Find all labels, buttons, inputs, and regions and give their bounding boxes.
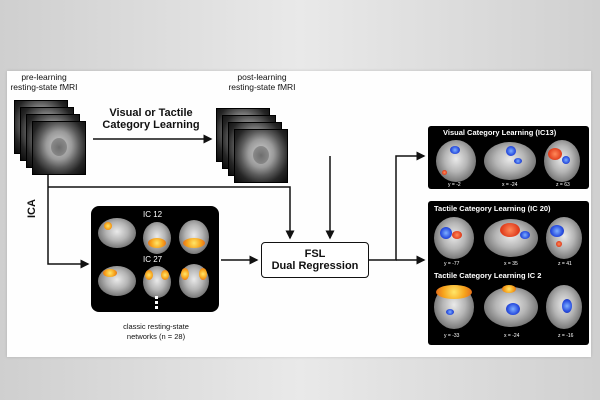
axial-brain [546,217,582,259]
activation-blob [502,285,516,293]
fsl-dual-regression-box: FSL Dual Regression [261,242,369,278]
sagittal-brain-ic12 [98,218,136,248]
post-learning-line1: post-learning [237,72,287,82]
coord-label: z = 63 [556,182,570,188]
activation-blob [161,270,169,280]
activation-blob [148,238,166,248]
axial-brain-ic12 [179,220,209,254]
activation-blob [500,223,520,237]
fsl-line2: Dual Regression [271,260,359,272]
coord-label: z = 41 [558,261,572,267]
activation-blob [452,231,462,239]
coord-label: x = -24 [502,182,518,188]
post-learning-label: post-learning resting-state fMRI [218,72,306,92]
pre-learning-line2: resting-state fMRI [10,82,78,92]
tactile-results-box: Tactile Category Learning (IC 20) y = -7… [428,201,589,345]
learning-step-label: Visual or Tactile Category Learning [92,107,210,131]
ic-bottom-label: IC 27 [143,255,163,264]
activation-blob [181,268,189,280]
activation-blob [562,299,572,313]
activation-blob [436,285,472,299]
networks-caption-line1: classic resting-state [123,322,189,331]
coord-label: y = -77 [444,261,460,267]
activation-blob [442,170,447,175]
activation-blob [520,231,530,239]
networks-caption-line2: networks (n = 28) [126,332,186,341]
activation-blob [556,241,562,247]
activation-blob [506,146,516,156]
resting-state-networks-box: IC 12 IC 27 [91,206,219,312]
pre-learning-label: pre-learning resting-state fMRI [4,72,84,92]
activation-blob [514,158,522,164]
visual-results-box: Visual Category Learning (IC13) y = -2 x… [428,126,589,189]
coord-label: z = -16 [558,333,574,339]
mri-slice [234,129,288,183]
activation-blob [199,268,207,280]
coord-label: y = -33 [444,333,460,339]
learning-step-line1: Visual or Tactile [109,107,193,119]
activation-blob [506,303,520,315]
activation-blob [104,222,112,230]
coord-label: x = -24 [504,333,520,339]
activation-blob [550,225,564,237]
learning-step-line2: Category Learning [102,119,200,131]
mri-slice [32,121,86,175]
tactile2-results-title: Tactile Category Learning IC 2 [434,271,542,280]
activation-blob [183,238,205,248]
ica-label: ICA [26,199,38,218]
fsl-line1: FSL [304,248,326,260]
activation-blob [103,269,117,277]
activation-blob [562,156,570,164]
ic-top-label: IC 12 [143,210,163,219]
post-learning-line2: resting-state fMRI [228,82,296,92]
pre-learning-line1: pre-learning [21,72,67,82]
activation-blob [548,148,562,160]
coord-label: y = -2 [448,182,461,188]
coord-label: x = 35 [504,261,518,267]
visual-results-title: Visual Category Learning (IC13) [443,128,557,137]
tactile20-results-title: Tactile Category Learning (IC 20) [434,204,551,213]
activation-blob [440,227,452,239]
activation-blob [145,270,153,280]
more-networks-ellipsis [155,296,158,310]
networks-caption: classic resting-state networks (n = 28) [97,322,215,342]
activation-blob [446,309,454,315]
activation-blob [450,146,460,154]
